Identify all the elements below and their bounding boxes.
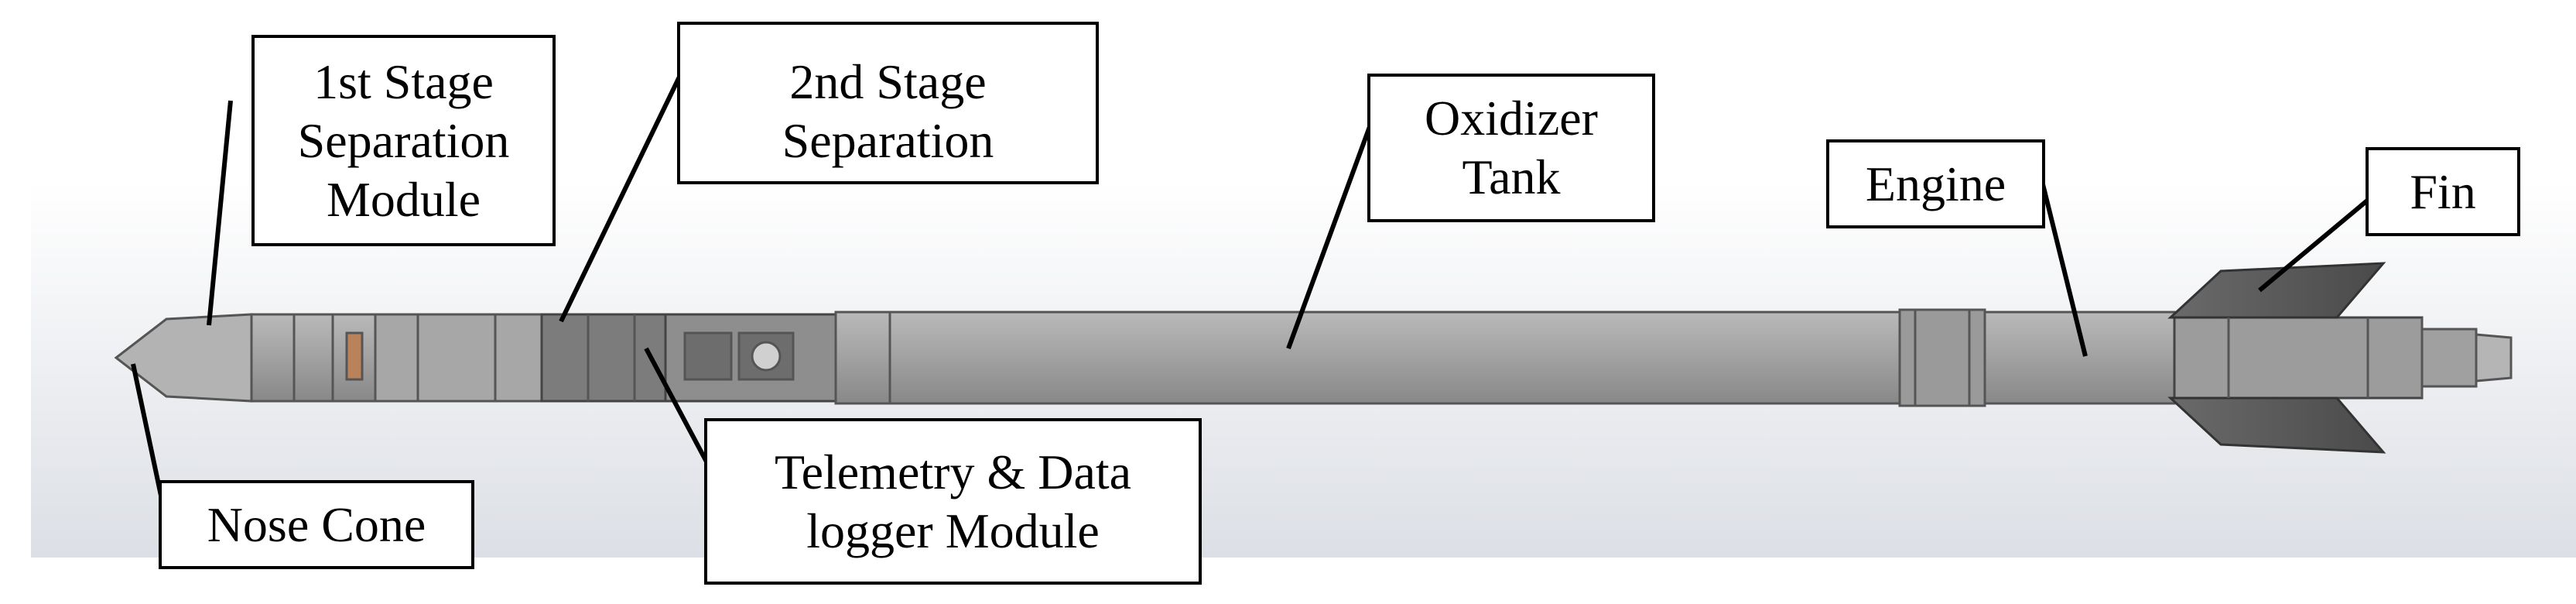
leader-oxidizer [1286, 115, 1376, 350]
leader-first-stage [207, 100, 233, 326]
label-line: 2nd Stage [789, 54, 987, 109]
label-line: Oxidizer [1425, 91, 1598, 146]
leader-engine [2039, 177, 2088, 357]
body-details [292, 310, 2424, 406]
label-line: logger Module [806, 503, 1100, 558]
leader-lines [131, 72, 2377, 496]
label-line: Separation [297, 112, 510, 168]
rocket-body [114, 308, 2513, 407]
leader-second-stage [559, 72, 683, 323]
leader-fin [2258, 191, 2377, 293]
label-first-stage-separation-module: 1st Stage Separation Module [251, 35, 556, 246]
leader-nose-cone [131, 363, 163, 496]
label-telemetry-data-logger-module: Telemetry & Data logger Module [704, 418, 1202, 585]
label-line: 1st Stage [313, 53, 494, 109]
label-oxidizer-tank: Oxidizer Tank [1367, 74, 1655, 222]
label-line: Separation [782, 113, 994, 168]
label-line: Nose Cone [207, 496, 426, 552]
label-line: Tank [1462, 149, 1561, 204]
label-engine: Engine [1826, 139, 2045, 228]
label-fin: Fin [2366, 147, 2520, 236]
lower-fin [2167, 396, 2386, 454]
label-line: Module [326, 171, 481, 227]
upper-fin [2167, 262, 2386, 319]
label-nose-cone: Nose Cone [159, 480, 474, 569]
label-line: Telemetry & Data [774, 444, 1132, 499]
label-line: Engine [1865, 156, 2006, 211]
label-second-stage-separation: 2nd Stage Separation [677, 22, 1099, 184]
label-line: Fin [2410, 163, 2476, 219]
leader-telemetry [644, 347, 710, 466]
fins [2167, 262, 2386, 454]
